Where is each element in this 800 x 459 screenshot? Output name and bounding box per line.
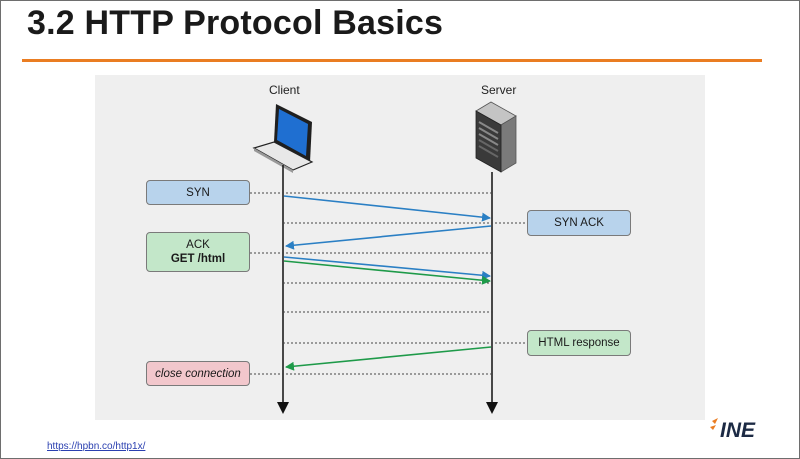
get-html-arrow	[283, 260, 491, 285]
syn-ack-message-box: SYN ACK	[527, 210, 631, 236]
syn-ack-label: SYN ACK	[554, 217, 604, 229]
syn-ack-arrow	[285, 225, 492, 250]
ine-logo: INE	[710, 418, 756, 441]
html-response-arrow	[285, 346, 492, 371]
svg-text:INE: INE	[720, 419, 756, 441]
server-label: Server	[481, 83, 517, 97]
get-html-label: GET /html	[170, 253, 226, 265]
source-link[interactable]: https://hpbn.co/http1x/	[47, 441, 146, 452]
ack-label: ACK	[186, 239, 210, 251]
close-connection-label: close connection	[155, 367, 241, 380]
syn-label: SYN	[186, 186, 210, 199]
laptop-icon	[252, 104, 314, 173]
close-connection-message-box: close connection	[146, 361, 250, 386]
title-underline	[22, 59, 762, 62]
dotted-guides	[250, 192, 527, 375]
html-response-label: HTML response	[538, 337, 620, 349]
client-label: Client	[269, 83, 300, 97]
ack-get-message-box: ACK GET /html	[146, 232, 250, 272]
syn-message-box: SYN	[146, 180, 250, 205]
syn-arrow	[283, 195, 491, 222]
server-tower-icon	[475, 101, 517, 173]
ack-arrow	[283, 256, 491, 280]
slide-title: 3.2 HTTP Protocol Basics	[27, 4, 444, 42]
html-response-message-box: HTML response	[527, 330, 631, 356]
